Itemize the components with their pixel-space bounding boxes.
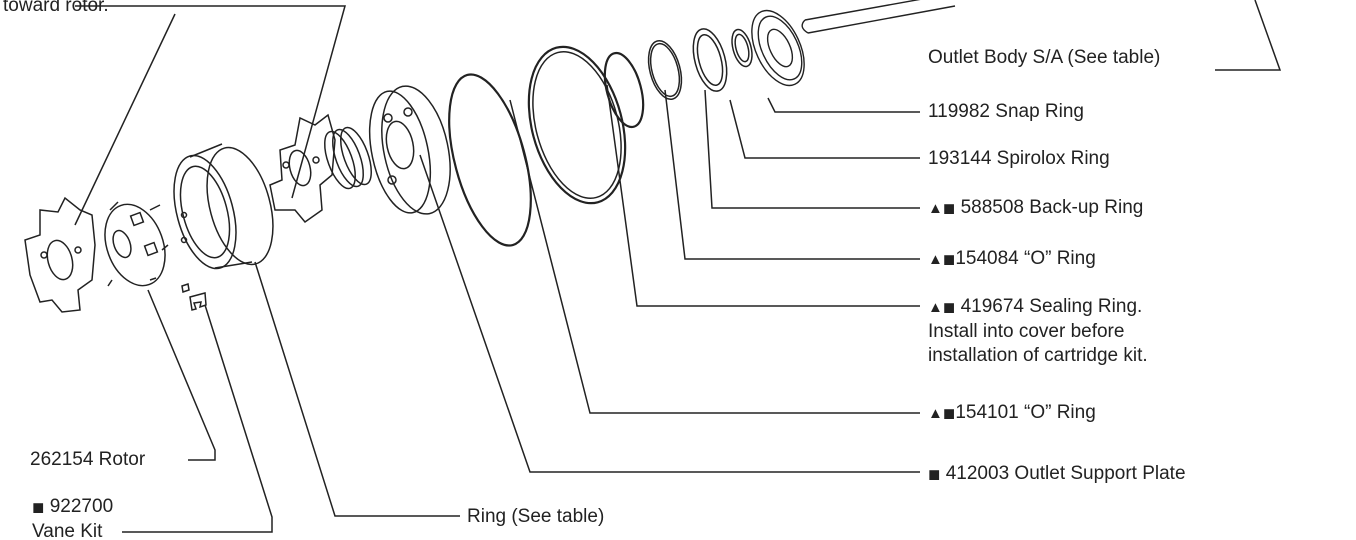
rotor-part [104,201,169,287]
leader-spirolox [729,99,920,159]
leader-ring-table [254,261,460,517]
label-sealing-ring: ▲◼ 419674 Sealing Ring. Install into cov… [928,296,1148,366]
leader-backup [704,89,920,209]
label-outlet-support-plate: ◼ 412003 Outlet Support Plate [928,463,1186,484]
leader-toward-rotor-a [74,13,176,226]
label-outlet-body: Outlet Body S/A (See table) [928,47,1161,68]
leader-snap-ring [767,97,920,113]
leader-toward-rotor-b [75,5,346,199]
backup-ring-part [692,28,728,92]
marker-symbols: ◼ [32,499,45,516]
leader-sealing [606,84,920,307]
o-ring-154084-part [647,40,683,100]
outlet-support-plate-part [448,73,532,247]
cover-part [368,85,451,215]
leader-vane-kit [122,304,273,533]
o-ring-154101-part [527,45,627,205]
springs-part [324,126,372,190]
label-spirolox-ring: 193144 Spirolox Ring [928,148,1110,169]
label-rotor: 262154 Rotor [30,449,146,470]
leader-outlet-body [1215,0,1282,71]
ring-part [173,143,274,270]
marker-symbols: ◼ [928,466,941,483]
lower-plate-part [24,196,96,313]
leader-rotor [147,289,216,461]
label-o-ring-154101: ▲◼154101 “O” Ring [928,402,1096,423]
label-backup-ring: ▲◼ 588508 Back-up Ring [928,197,1144,218]
label-toward-rotor: toward rotor. [3,0,109,16]
outlet-body-part [751,0,956,87]
marker-symbols: ▲◼ [928,405,956,422]
pressure-plate-part [269,113,336,224]
label-vane-kit: ◼ 922700 Vane Kit [32,496,114,540]
leader-o-ring-154101 [509,99,920,414]
sealing-ring-part [603,51,645,129]
vane-kit-part [181,283,207,311]
marker-symbols: ▲◼ [928,251,956,268]
spirolox-ring-part [731,28,753,68]
leader-o-ring-154084 [664,89,920,260]
leader-support-plate [419,154,920,473]
marker-symbols: ▲◼ [928,299,956,316]
label-ring-see-table: Ring (See table) [467,506,605,527]
marker-symbols: ▲◼ [928,200,956,217]
label-o-ring-154084: ▲◼154084 “O” Ring [928,248,1096,269]
label-snap-ring: 119982 Snap Ring [928,101,1084,122]
